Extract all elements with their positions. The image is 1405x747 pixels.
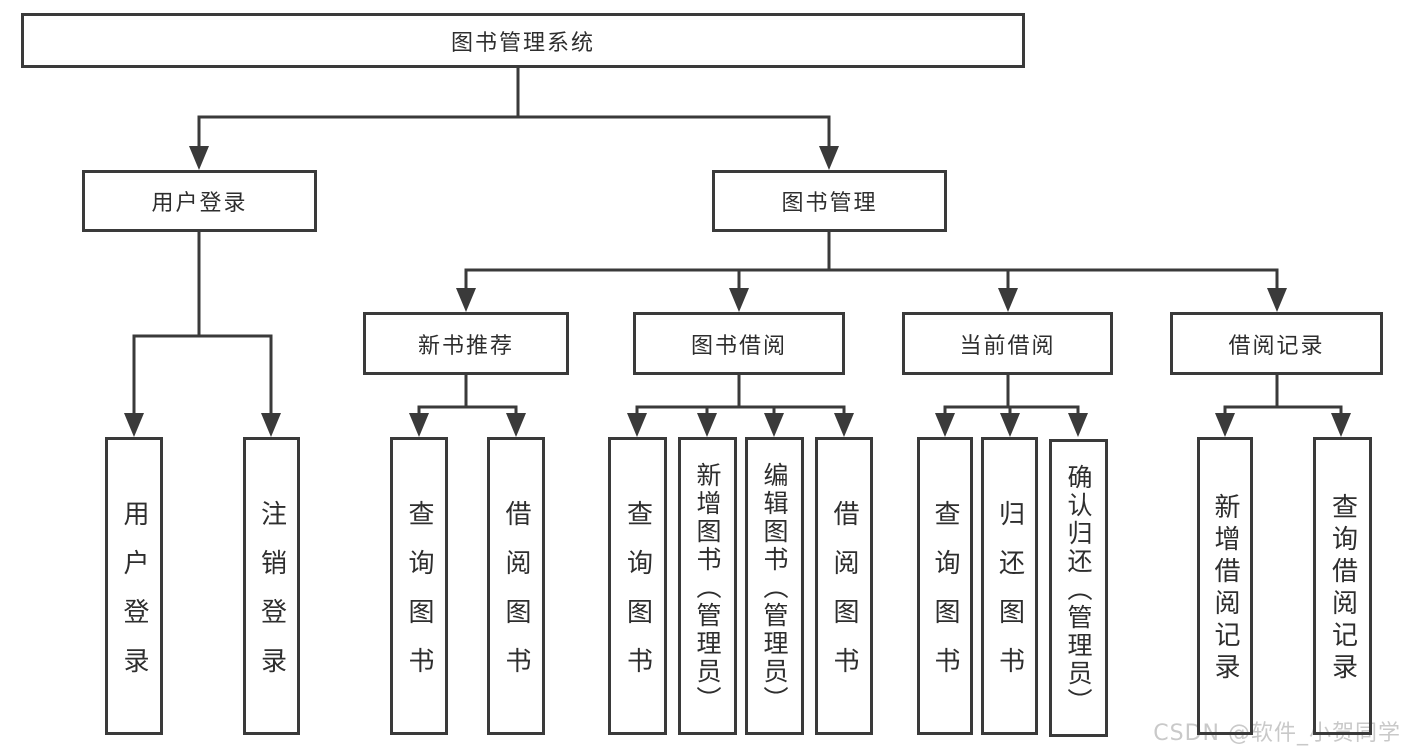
leaf-return-books: 归还图书	[981, 437, 1038, 735]
node-label: 当前借阅	[959, 333, 1056, 359]
node-book-borrowing: 图书借阅	[633, 312, 845, 375]
node-book-management: 图书管理	[712, 170, 947, 232]
node-label: 编辑图书（管理员）	[760, 461, 789, 714]
node-label: 新增借阅记录	[1210, 493, 1240, 685]
node-label: 归还图书	[994, 499, 1025, 696]
leaf-logout: 注销登录	[243, 437, 300, 735]
leaf-query-borrow-record: 查询借阅记录	[1313, 437, 1372, 735]
node-borrow-records: 借阅记录	[1170, 312, 1383, 375]
node-current-borrowing: 当前借阅	[902, 312, 1113, 375]
node-label: 确认归还（管理员）	[1064, 463, 1093, 716]
node-label: 用户登录	[151, 191, 248, 216]
node-label: 借阅记录	[1228, 333, 1325, 359]
leaf-add-books-admin: 新增图书（管理员）	[678, 437, 737, 735]
leaf-borrow-books-recommend: 借阅图书	[487, 437, 545, 735]
node-label: 新增图书（管理员）	[693, 461, 722, 714]
node-new-book-recommend: 新书推荐	[363, 312, 569, 375]
node-label: 注销登录	[256, 499, 287, 696]
leaf-add-borrow-record: 新增借阅记录	[1197, 437, 1253, 735]
node-label: 借阅图书	[829, 499, 859, 696]
node-label: 查询图书	[404, 499, 434, 696]
node-label: 查询图书	[622, 499, 653, 696]
node-library-system: 图书管理系统	[21, 13, 1025, 68]
arrowheads	[124, 146, 1351, 437]
leaf-query-books-recommend: 查询图书	[390, 437, 448, 735]
node-label: 图书管理	[781, 191, 878, 216]
node-label: 查询借阅记录	[1327, 493, 1358, 685]
leaf-user-login: 用户登录	[105, 437, 163, 735]
leaf-borrow-books: 借阅图书	[815, 437, 873, 735]
leaf-confirm-return-admin: 确认归还（管理员）	[1049, 439, 1108, 737]
node-label: 借阅图书	[501, 499, 531, 696]
leaf-edit-books-admin: 编辑图书（管理员）	[745, 437, 804, 735]
node-label: 新书推荐	[417, 333, 514, 359]
node-user-login-group: 用户登录	[82, 170, 317, 232]
node-label: 图书借阅	[690, 333, 787, 359]
node-label: 图书管理系统	[450, 30, 595, 56]
node-label: 查询图书	[930, 499, 960, 696]
leaf-query-books-borrowing: 查询图书	[608, 437, 667, 735]
leaf-query-books-current: 查询图书	[917, 437, 973, 735]
node-label: 用户登录	[119, 499, 149, 696]
